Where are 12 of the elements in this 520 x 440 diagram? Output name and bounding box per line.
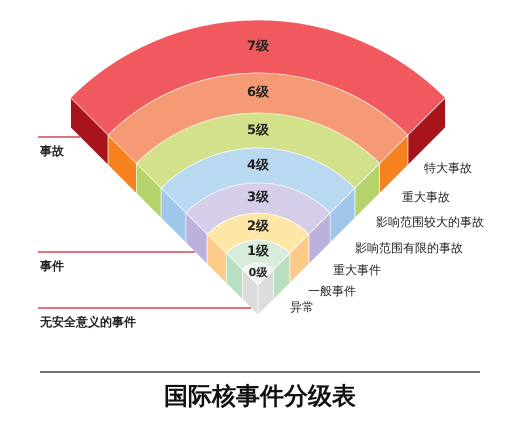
title: 国际核事件分级表 [163, 381, 357, 412]
level-description: 重大事件 [333, 262, 381, 279]
level-description: 一般事件 [308, 283, 356, 300]
leader-line [38, 307, 251, 309]
level-description: 影响范围有限的事故 [355, 240, 463, 257]
leader-line [38, 136, 80, 138]
category-label: 事件 [40, 258, 64, 275]
category-label: 无安全意义的事件 [40, 314, 136, 331]
level-band: 0级 [242, 262, 274, 316]
category-label: 事故 [40, 143, 64, 160]
leader-line [38, 251, 195, 253]
level-description: 异常 [290, 299, 314, 316]
